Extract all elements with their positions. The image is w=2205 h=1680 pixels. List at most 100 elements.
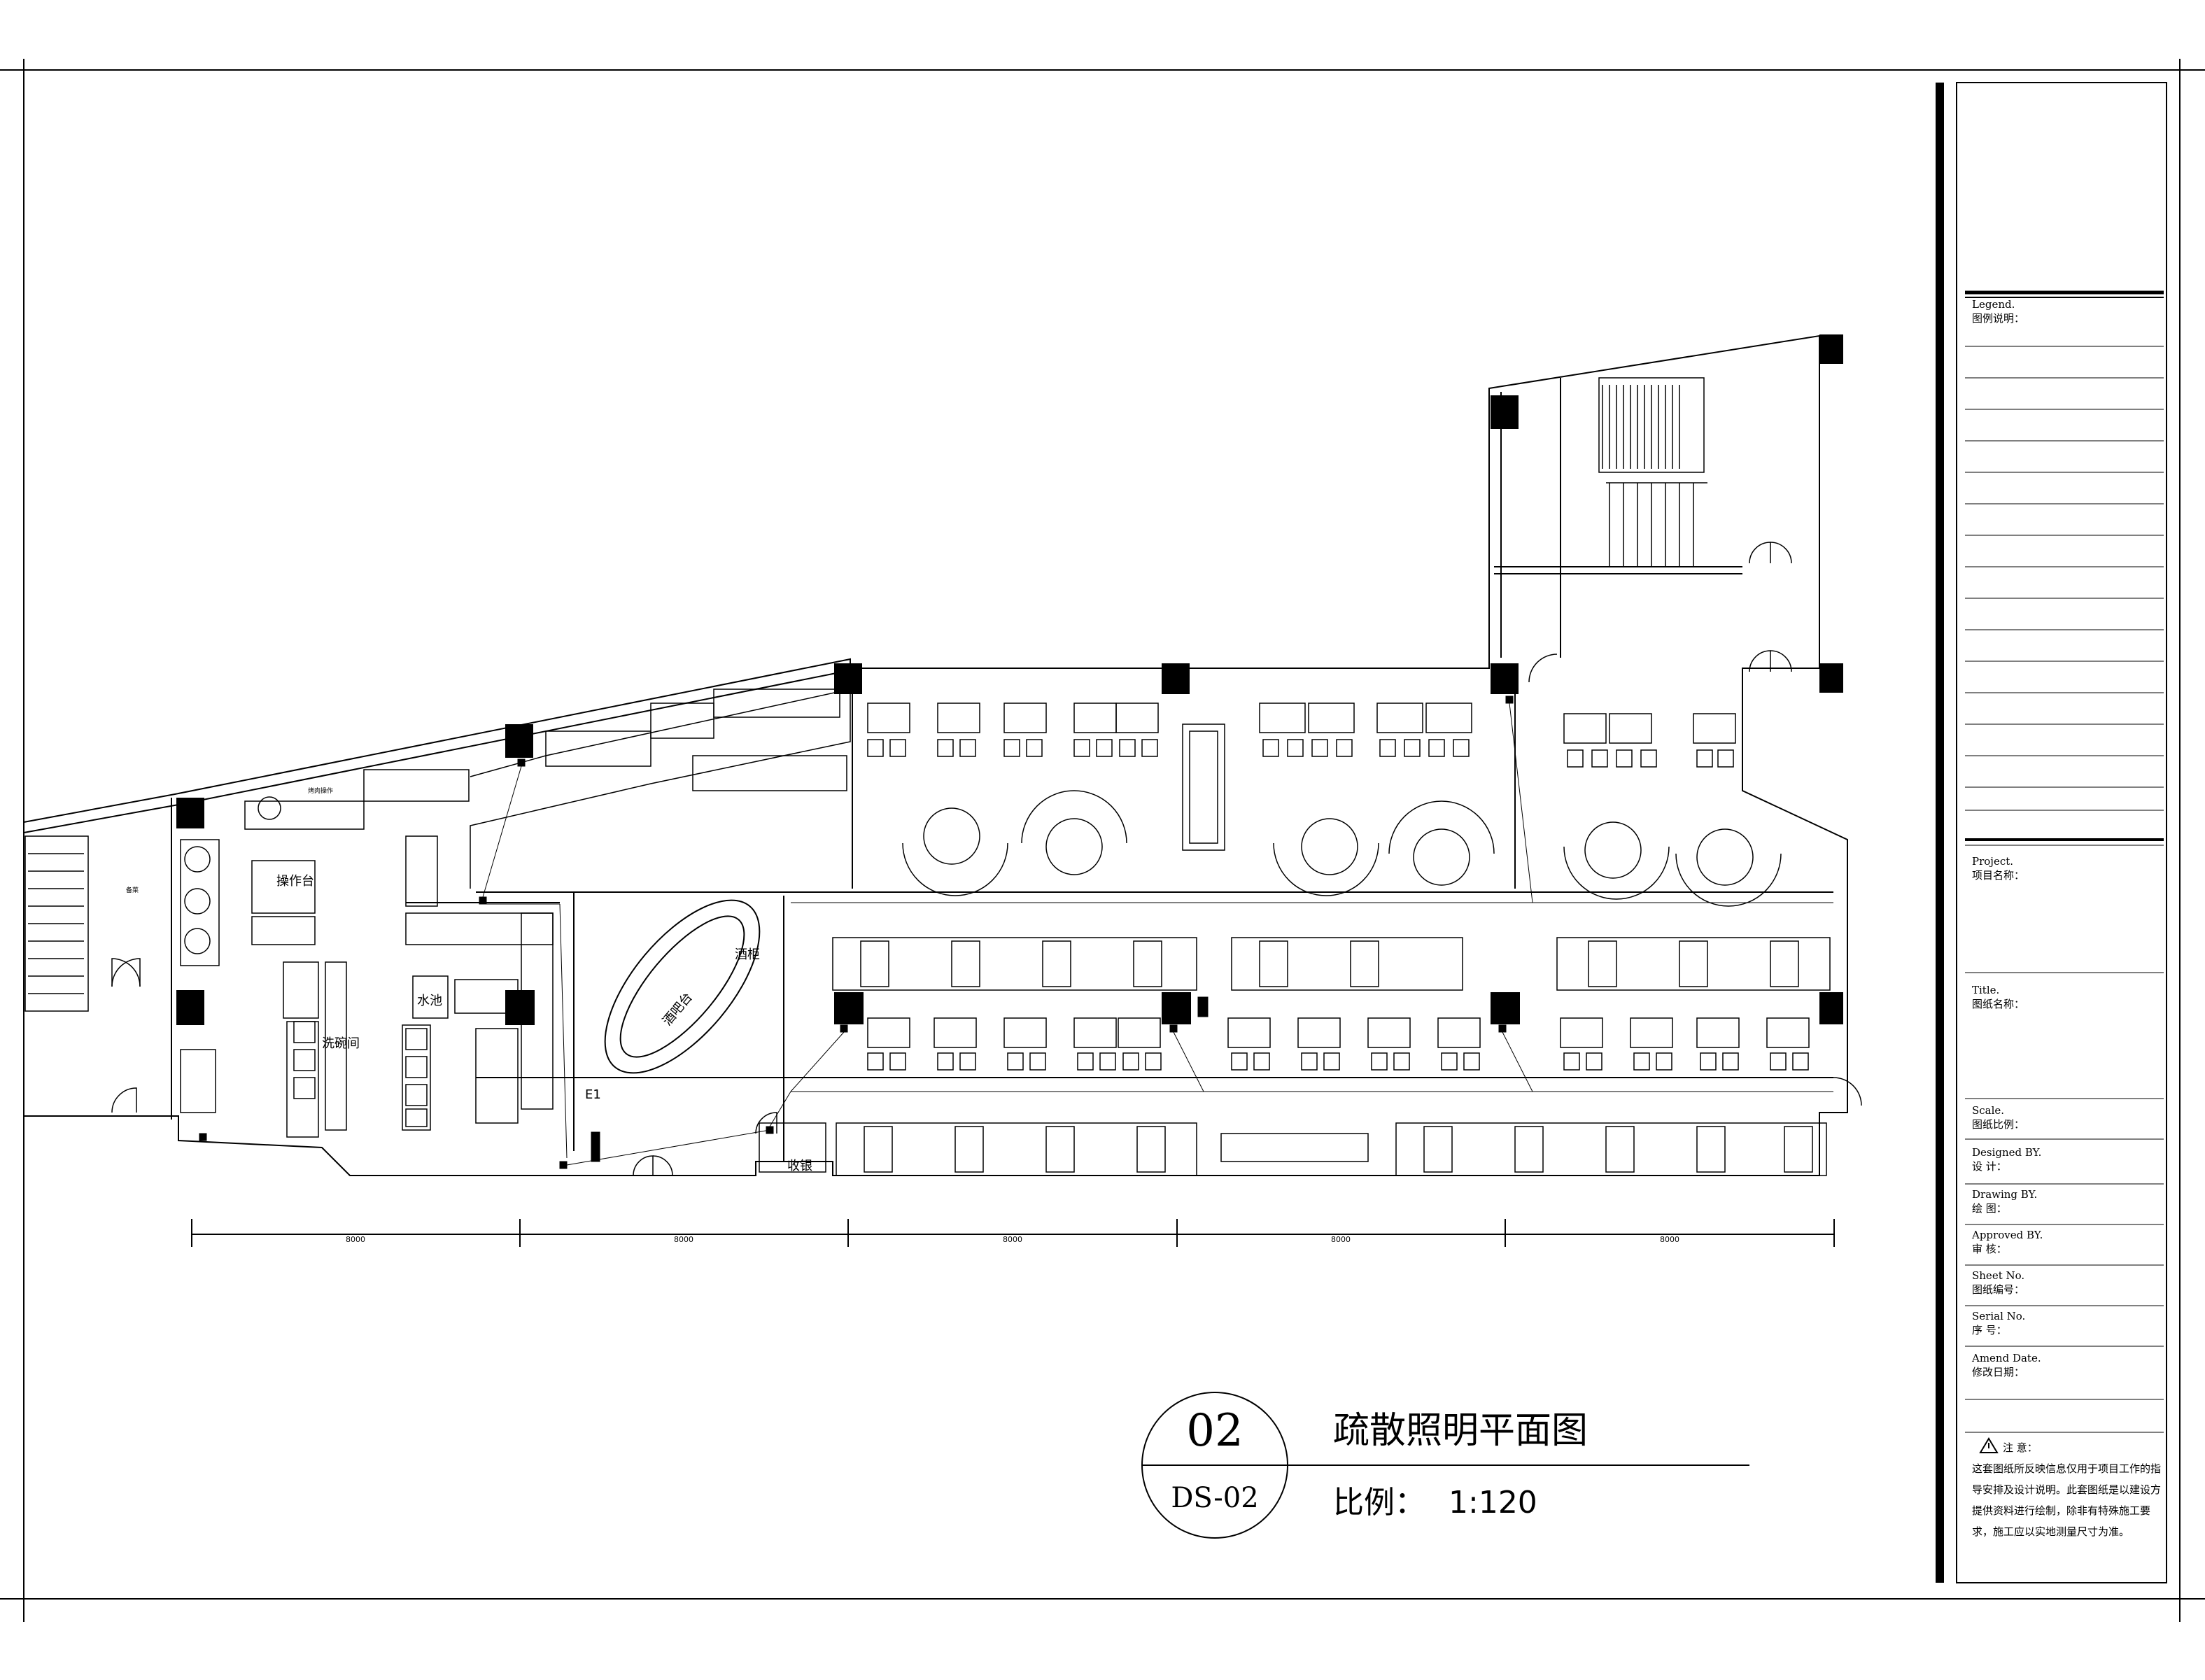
drawing-cn: 绘 图： <box>1972 1202 2007 1215</box>
warning-icon <box>1979 1437 1999 1453</box>
chair <box>1717 749 1734 768</box>
operation-table-label: 操作台 <box>276 874 314 889</box>
column <box>1819 334 1843 364</box>
emergency-light-icon <box>1505 696 1514 704</box>
table <box>954 1126 984 1173</box>
table <box>1073 703 1117 733</box>
dimension-labels: 8000 8000 8000 8000 8000 <box>346 1235 1679 1244</box>
chair <box>1379 739 1396 757</box>
chairs-middle <box>867 1052 1809 1071</box>
column <box>505 990 535 1025</box>
scale-label: 比例： <box>1333 1485 1425 1520</box>
chair <box>1696 749 1713 768</box>
chair <box>1029 1052 1046 1071</box>
column <box>1819 992 1843 1024</box>
chair <box>1591 749 1608 768</box>
cashier-label: 收银 <box>787 1159 812 1173</box>
chair <box>1323 1052 1340 1071</box>
emergency-light-icon <box>840 1024 848 1033</box>
chair <box>1563 1052 1580 1071</box>
chair <box>1073 739 1090 757</box>
kitchen-top-label: 烤肉操作 <box>308 786 333 795</box>
doors <box>111 542 1862 1176</box>
emergency-light-icon <box>559 1161 568 1169</box>
scale-cn: 图纸比例： <box>1972 1118 2024 1131</box>
table <box>1136 1126 1166 1173</box>
note-line-1: 这套图纸所反映信息仅用于项目工作的指 <box>1972 1462 2161 1475</box>
chair <box>1336 739 1353 757</box>
chair <box>1287 739 1304 757</box>
table <box>867 1017 910 1048</box>
sheet-cn: 图纸编号： <box>1972 1283 2024 1296</box>
note-line-2: 导安排及设计说明。此套图纸是以建设方 <box>1972 1483 2161 1496</box>
chair <box>1656 1052 1672 1071</box>
table <box>1227 1017 1271 1048</box>
drawing-title: 02 DS-02 疏散照明平面图 比例： 1:120 <box>1141 1392 1749 1539</box>
serial-cn: 序 号： <box>1972 1324 2007 1336</box>
table <box>1118 1017 1161 1048</box>
bar-label: 酒吧台 <box>660 990 696 1029</box>
round-table <box>1045 818 1103 875</box>
emergency-light-icon <box>517 758 526 767</box>
column <box>1819 663 1843 693</box>
chair <box>1393 1052 1410 1071</box>
approved-cn: 审 核： <box>1972 1243 2007 1255</box>
chair <box>1633 1052 1650 1071</box>
table <box>1073 1017 1117 1048</box>
chair <box>1463 1052 1480 1071</box>
round-table <box>1413 828 1470 886</box>
sheet-frame <box>0 59 2205 1622</box>
bar-side-label: 酒柜 <box>735 947 760 962</box>
drawing-code: DS-02 <box>1171 1482 1258 1514</box>
chair <box>1311 739 1328 757</box>
column <box>834 992 864 1024</box>
chair <box>1077 1052 1094 1071</box>
table <box>1045 1126 1075 1173</box>
table <box>1696 1017 1740 1048</box>
table <box>934 1017 977 1048</box>
amend-en: Amend Date. <box>1971 1352 2041 1364</box>
project-en: Project. <box>1972 855 2013 868</box>
column <box>505 724 533 758</box>
booth-row-bottom <box>836 1122 1827 1176</box>
note-line-4: 求，施工应以实地测量尺寸为准。 <box>1972 1525 2129 1538</box>
chair <box>1404 739 1421 757</box>
table <box>1770 940 1799 987</box>
table <box>937 703 980 733</box>
stair-right <box>1598 377 1707 567</box>
column <box>1491 395 1519 429</box>
cashier-area <box>759 1122 826 1173</box>
chair <box>1722 1052 1739 1071</box>
chair <box>1145 1052 1162 1071</box>
structural-columns <box>176 334 1843 1025</box>
chair <box>1770 1052 1787 1071</box>
chair <box>1007 1052 1024 1071</box>
table <box>1259 940 1288 987</box>
emergency-light-icon <box>1169 1024 1178 1033</box>
dim-label-2: 8000 <box>674 1235 693 1244</box>
scale-en: Scale. <box>1972 1104 2004 1117</box>
legend-cn: 图例说明： <box>1972 312 2024 325</box>
table <box>867 703 910 733</box>
designed-cn: 设 计： <box>1972 1160 2007 1173</box>
table <box>1003 703 1047 733</box>
legend-en: Legend. <box>1972 298 2015 311</box>
column <box>1162 992 1191 1024</box>
title-cn: 图纸名称： <box>1972 998 2024 1010</box>
chair <box>959 1052 976 1071</box>
table <box>1259 703 1306 733</box>
chair <box>1119 739 1136 757</box>
chair <box>1253 1052 1270 1071</box>
title-en: Title. <box>1972 984 1999 996</box>
chair <box>1141 739 1158 757</box>
chair <box>1441 1052 1458 1071</box>
amend-cn: 修改日期： <box>1972 1366 2024 1378</box>
dimension-line <box>191 1219 1835 1247</box>
table <box>1376 703 1423 733</box>
table <box>1115 703 1159 733</box>
chair <box>1371 1052 1388 1071</box>
round-table <box>923 807 980 865</box>
note-title: 注 意： <box>2003 1441 2038 1454</box>
drawing-number: 02 <box>1186 1405 1243 1457</box>
